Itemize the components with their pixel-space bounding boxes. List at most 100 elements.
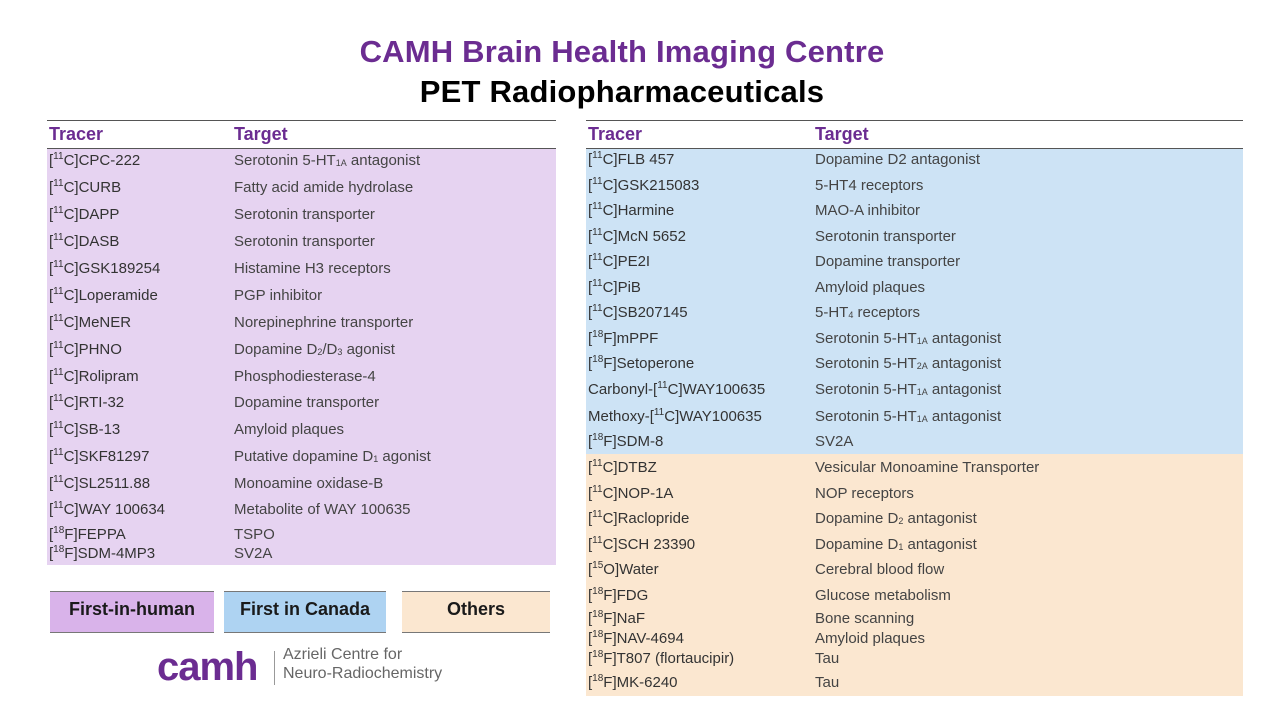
tracer-compound: mPPF [616, 330, 659, 347]
tracer-name: [11C]PHNO [49, 340, 122, 359]
target-subscript: 1A [916, 336, 928, 346]
legend-first-in-canada: First in Canada [224, 591, 386, 633]
isotope-element: C [63, 152, 75, 169]
isotope-mass: 11 [53, 447, 64, 458]
target-text: agonist [378, 448, 431, 465]
target-text: antagonist [927, 381, 1002, 398]
target-subscript: 4 [848, 310, 854, 320]
target-column-header: Target [234, 124, 288, 144]
tracer-target: Norepinephrine transporter [234, 314, 413, 332]
target-text: Fatty acid amide hydrolase [234, 179, 414, 196]
tracer-target: Amyloid plaques [815, 279, 925, 297]
isotope-mass: 11 [592, 458, 603, 469]
target-text: 5-HT [815, 304, 849, 321]
tracer-target: Amyloid plaques [815, 630, 925, 648]
tracer-name: [18F]SDM-8 [588, 432, 664, 451]
isotope-mass: 11 [592, 303, 603, 314]
isotope-element: C [63, 368, 75, 385]
tracer-compound: SDM-8 [616, 433, 664, 450]
tracer-compound: Setoperone [616, 355, 695, 372]
target-text: Bone scanning [815, 610, 915, 627]
first-in-human-band [47, 149, 556, 565]
tracer-name: [11C]SL2511.88 [49, 474, 151, 493]
tracer-name: Methoxy-[11C]WAY100635 [588, 407, 762, 426]
isotope-mass: 11 [592, 201, 603, 212]
isotope-element: F [603, 650, 613, 667]
tracer-compound: MeNER [78, 314, 132, 331]
tracer-target: Fatty acid amide hydrolase [234, 179, 413, 197]
tracer-target: Cerebral blood flow [815, 561, 944, 579]
tracer-target: TSPO [234, 526, 275, 544]
tracer-compound: PiB [617, 279, 641, 296]
isotope-element: F [603, 330, 613, 347]
tracer-target: 5-HT4 receptors [815, 304, 920, 324]
tracer-target: Serotonin transporter [234, 206, 375, 224]
target-text: Serotonin 5-HT [815, 408, 917, 425]
isotope-mass: 11 [53, 474, 64, 485]
tracer-target: Tau [815, 674, 839, 692]
tracer-name: [11C]FLB 457 [588, 150, 675, 169]
target-text: MAO-A inhibitor [815, 202, 921, 219]
tracer-name: [11C]DASB [49, 232, 120, 251]
isotope-mass: 11 [53, 232, 64, 243]
tracer-name: [18F]NAV-4694 [588, 629, 684, 648]
tracer-target: Monoamine oxidase-B [234, 475, 383, 493]
isotope-mass: 11 [592, 150, 603, 161]
isotope-mass: 18 [592, 586, 604, 597]
target-text: SV2A [234, 545, 273, 562]
target-text: Dopamine D [815, 536, 899, 553]
tracer-name: [11C]DTBZ [588, 458, 657, 477]
target-text: Serotonin transporter [234, 233, 375, 250]
tracer-compound: GSK215083 [617, 177, 700, 194]
target-text: Dopamine transporter [815, 253, 961, 270]
tracer-prefix: Methoxy- [588, 408, 650, 425]
tracer-target: Putative dopamine D1 agonist [234, 448, 431, 468]
isotope-mass: 11 [592, 176, 603, 187]
isotope-mass: 11 [592, 509, 603, 520]
isotope-element: C [63, 421, 75, 438]
tracer-target: Dopamine D2/D3 agonist [234, 341, 395, 361]
isotope-mass: 11 [53, 205, 64, 216]
isotope-mass: 11 [53, 259, 64, 270]
tracer-target: 5-HT4 receptors [815, 177, 923, 195]
tracer-compound: WAY 100634 [78, 501, 166, 518]
isotope-mass: 18 [592, 329, 604, 340]
isotope-mass: 11 [592, 484, 603, 495]
tracer-compound: DTBZ [617, 459, 657, 476]
isotope-mass: 11 [53, 367, 64, 378]
tracer-compound: DASB [78, 233, 120, 250]
tracer-name: [18F]MK-6240 [588, 673, 678, 692]
tracer-target: Dopamine transporter [234, 394, 379, 412]
tracer-compound: CURB [78, 179, 122, 196]
target-subscript: 3 [337, 347, 343, 357]
target-text: Vesicular Monoamine Transporter [815, 459, 1040, 476]
target-text: Serotonin transporter [234, 206, 375, 223]
tracer-compound: Harmine [617, 202, 675, 219]
target-text: Norepinephrine transporter [234, 314, 414, 331]
target-text: Tau [815, 650, 840, 667]
target-text: Amyloid plaques [815, 630, 926, 647]
tracer-name: [11C]Harmine [588, 201, 675, 220]
isotope-mass: 18 [592, 609, 604, 620]
tracer-name: [11C]CPC-222 [49, 151, 141, 170]
tracer-name: [11C]WAY 100634 [49, 500, 166, 519]
tracer-compound: SB207145 [617, 304, 688, 321]
tracer-compound: WAY100635 [682, 381, 766, 398]
isotope-element: F [603, 587, 613, 604]
tracer-name: [11C]SB-13 [49, 420, 121, 439]
isotope-mass: 11 [53, 500, 64, 511]
isotope-mass: 11 [53, 286, 64, 297]
right-table-header: Tracer Target [586, 121, 1243, 149]
target-text: Dopamine D [234, 341, 318, 358]
tracer-name: [11C]PE2I [588, 252, 651, 271]
isotope-element: C [63, 501, 75, 518]
isotope-mass: 18 [592, 673, 604, 684]
isotope-element: C [63, 394, 75, 411]
target-text: antagonist [903, 536, 977, 553]
tracer-column-header: Tracer [49, 124, 104, 144]
isotope-mass: 11 [653, 407, 665, 418]
isotope-mass: 11 [53, 151, 64, 162]
tracer-name: [11C]DAPP [49, 205, 120, 224]
target-text: Putative dopamine D [234, 448, 374, 465]
target-subscript: 1 [898, 542, 904, 552]
